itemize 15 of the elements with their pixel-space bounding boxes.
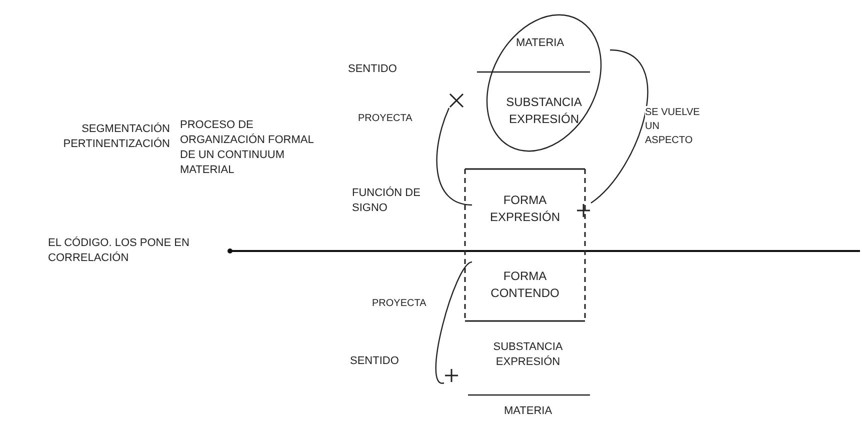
annotation-text: SEGMENTACIÓN PERTINENTIZACIÓN <box>62 122 170 152</box>
node-text: FORMA CONTENDO <box>490 268 560 302</box>
annotation-text: MATERIA <box>502 404 554 419</box>
annotation-text: SUBSTANCIA EXPRESIÓN <box>492 340 564 370</box>
annotation-text: MATERIA <box>514 36 566 51</box>
curved-connector <box>435 261 472 384</box>
annotation-text: PROCESO DE ORGANIZACIÓN FORMAL DE UN CONTINUUM MATERIAL <box>180 118 314 178</box>
annotation-text: SENTIDO <box>348 62 398 77</box>
node-text: FORMA EXPRESIÓN <box>488 192 562 226</box>
curved-connector <box>590 49 648 204</box>
node-text: SUBSTANCIA EXPRESIÓN <box>505 94 583 128</box>
annotation-text: FUNCIÓN DE SIGNO <box>352 186 422 216</box>
curved-connector <box>436 108 472 206</box>
annotation-text: EL CÓDIGO. LOS PONE EN CORRELACIÓN <box>48 236 190 266</box>
annotation-text: SENTIDO <box>350 354 400 369</box>
